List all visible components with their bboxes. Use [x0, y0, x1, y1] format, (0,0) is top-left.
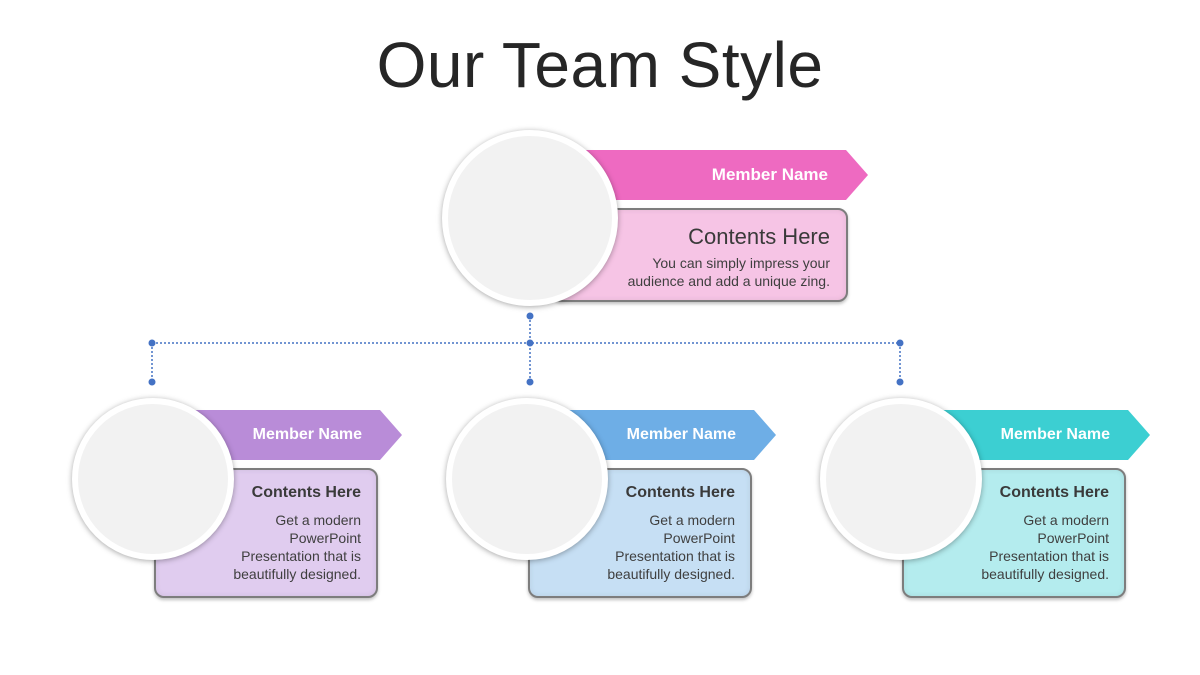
connector-dot [896, 378, 904, 386]
connector-dot [526, 339, 534, 347]
content-heading: Contents Here [688, 224, 830, 249]
member-center: Member Name Contents Here Get a modern P… [446, 398, 778, 602]
content-description: Get a modern PowerPoint Presentation tha… [607, 512, 735, 582]
content-heading: Contents Here [625, 484, 735, 501]
member-photo-placeholder[interactable] [442, 130, 618, 306]
member-name: Member Name [626, 426, 736, 443]
slide-title: Our Team Style [376, 29, 824, 101]
member-photo-placeholder[interactable] [820, 398, 982, 560]
content-heading: Contents Here [251, 484, 361, 501]
member-name: Member Name [711, 165, 828, 184]
connector-dot [526, 378, 534, 386]
member-top: Member Name Contents Here You can simply… [442, 130, 872, 310]
content-description: Get a modern PowerPoint Presentation tha… [981, 512, 1109, 582]
member-photo-placeholder[interactable] [446, 398, 608, 560]
member-name-banner: Member Name [562, 150, 868, 200]
member-right: Member Name Contents Here Get a modern P… [820, 398, 1152, 602]
content-description: Get a modern PowerPoint Presentation tha… [233, 512, 361, 582]
member-left: Member Name Contents Here Get a modern P… [72, 398, 404, 602]
content-heading: Contents Here [999, 484, 1109, 501]
connector-dot [148, 378, 156, 386]
connector-dot [896, 339, 904, 347]
member-photo-placeholder[interactable] [72, 398, 234, 560]
connector-dot [526, 312, 534, 320]
member-name: Member Name [252, 426, 362, 443]
member-name: Member Name [1000, 426, 1110, 443]
content-description: You can simply impress your audience and… [627, 255, 830, 289]
connector-dot [148, 339, 156, 347]
